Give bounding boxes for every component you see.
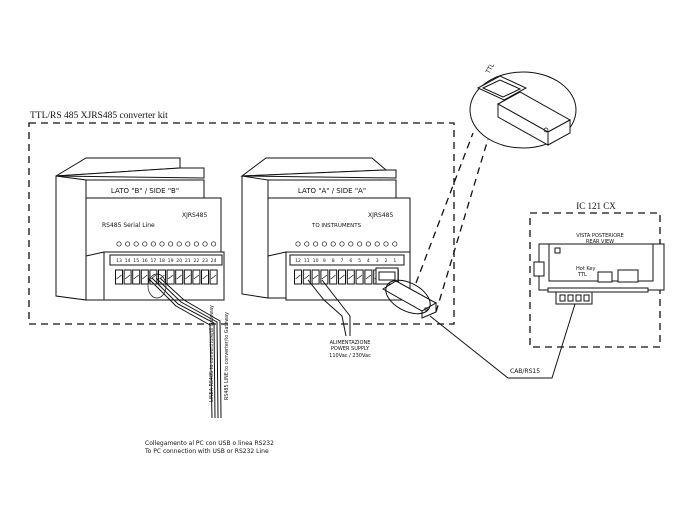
module-b-upper-terminals: [116, 241, 217, 247]
module-b-model: XJRS485: [182, 212, 207, 219]
terminal-number: 24: [211, 258, 217, 264]
terminal-number: 17: [150, 258, 156, 264]
power-wires: [307, 279, 351, 337]
terminal-number: 7: [341, 258, 344, 264]
controller-title: IC 121 CX: [576, 201, 616, 211]
upper-terminal: [211, 241, 217, 247]
power-label-1: ALIMENTAZIONE: [330, 340, 371, 346]
module-a-side-label: LATO "A" / SIDE "A": [298, 187, 366, 195]
zoom-ellipse-small: [385, 279, 431, 315]
rear-view-label-2: REAR VIEW: [586, 239, 614, 245]
terminal-number: 19: [168, 258, 174, 264]
upper-terminal: [348, 241, 354, 247]
controller-ic121cx: IC 121 CX VISTA POSTERIORE REAR VIEW Hot…: [529, 201, 665, 348]
terminal-number: 11: [304, 258, 310, 264]
controller-pin: [559, 294, 566, 302]
controller-pin: [567, 294, 574, 302]
upper-terminal: [168, 241, 174, 247]
terminal-number: 9: [323, 258, 326, 264]
terminal-number: 1: [393, 258, 396, 264]
upper-terminal: [193, 241, 199, 247]
pc-connection-label-1: Collegamento al PC con USB o linea RS232: [145, 440, 274, 447]
module-b-serial-label: RS485 Serial Line: [102, 222, 155, 229]
upper-terminal: [142, 241, 148, 247]
terminal-number: 16: [142, 258, 148, 264]
cable-label: CAB/RS15: [510, 368, 540, 375]
module-b: LATO "B" / SIDE "B" XJRS485 RS485 Serial…: [55, 157, 225, 301]
upper-terminal: [330, 241, 336, 247]
upper-terminal: [125, 241, 131, 247]
terminal-number: 5: [358, 258, 361, 264]
upper-terminal: [392, 241, 398, 247]
power-label-3: 110Vac / 230Vac: [329, 353, 371, 359]
terminal-number: 2: [385, 258, 388, 264]
module-a-upper-terminals: [295, 241, 398, 247]
pc-connection-label-2: To PC connection with USB or RS232 Line: [144, 448, 269, 455]
upper-terminal: [185, 241, 191, 247]
zoom-ellipse-large: [469, 71, 577, 149]
terminal-number: 13: [116, 258, 122, 264]
rear-view-label-1: VISTA POSTERIORE: [576, 233, 624, 239]
module-a-instruments-label: TO INSTRUMENTS: [311, 223, 362, 229]
terminal-number: 15: [133, 258, 139, 264]
rs485-line-label-1: LINEA RS485 to convertitore/di Gateway: [209, 305, 215, 402]
hotkey-label: Hot Key: [576, 266, 595, 272]
module-b-side-label: LATO "B" / SIDE "B": [111, 187, 179, 195]
rs485-line-label-2: RS485 LINE to converter/to Gateway: [224, 312, 230, 400]
upper-terminal: [339, 241, 345, 247]
controller-pin: [583, 294, 590, 302]
power-label-2: POWER SUPPLY: [331, 346, 370, 352]
upper-terminal: [116, 241, 122, 247]
terminal-number: 23: [202, 258, 208, 264]
upper-terminal: [304, 241, 310, 247]
terminal-number: 6: [349, 258, 352, 264]
upper-terminal: [159, 241, 165, 247]
upper-terminal: [313, 241, 319, 247]
kit-title: TTL/RS 485 XJRS485 converter kit: [30, 111, 168, 121]
upper-terminal: [202, 241, 208, 247]
terminal-number: 8: [332, 258, 335, 264]
terminal-number: 21: [185, 258, 191, 264]
zoom-connector: TTL: [476, 62, 572, 146]
upper-terminal: [133, 241, 139, 247]
terminal-number: 18: [159, 258, 165, 264]
controller-pin: [575, 294, 582, 302]
zoom-ttl-label: TTL: [484, 62, 496, 76]
terminal-number: 14: [125, 258, 131, 264]
terminal-number: 12: [295, 258, 301, 264]
module-a: LATO "A" / SIDE "A" XJRS485 TO INSTRUMEN…: [240, 157, 411, 301]
upper-terminal: [321, 241, 327, 247]
upper-terminal: [295, 241, 301, 247]
upper-terminal: [374, 241, 380, 247]
rs485-wires: [147, 273, 222, 419]
terminal-number: 10: [313, 258, 319, 264]
terminal-number: 4: [367, 258, 370, 264]
hotkey-ttl-label: TTL: [577, 272, 587, 278]
upper-terminal: [357, 241, 363, 247]
upper-terminal: [176, 241, 182, 247]
cable-cab-rs15: [429, 303, 576, 379]
upper-terminal: [383, 241, 389, 247]
terminal-number: 20: [176, 258, 182, 264]
upper-terminal: [365, 241, 371, 247]
module-a-model: XJRS485: [368, 212, 393, 219]
zoom-leader-right: [435, 138, 489, 313]
terminal-number: 3: [376, 258, 379, 264]
upper-terminal: [150, 241, 156, 247]
terminal-number: 22: [193, 258, 199, 264]
zoom-leader-left: [415, 132, 474, 284]
kit-enclosure: TTL/RS 485 XJRS485 converter kit: [28, 111, 455, 325]
